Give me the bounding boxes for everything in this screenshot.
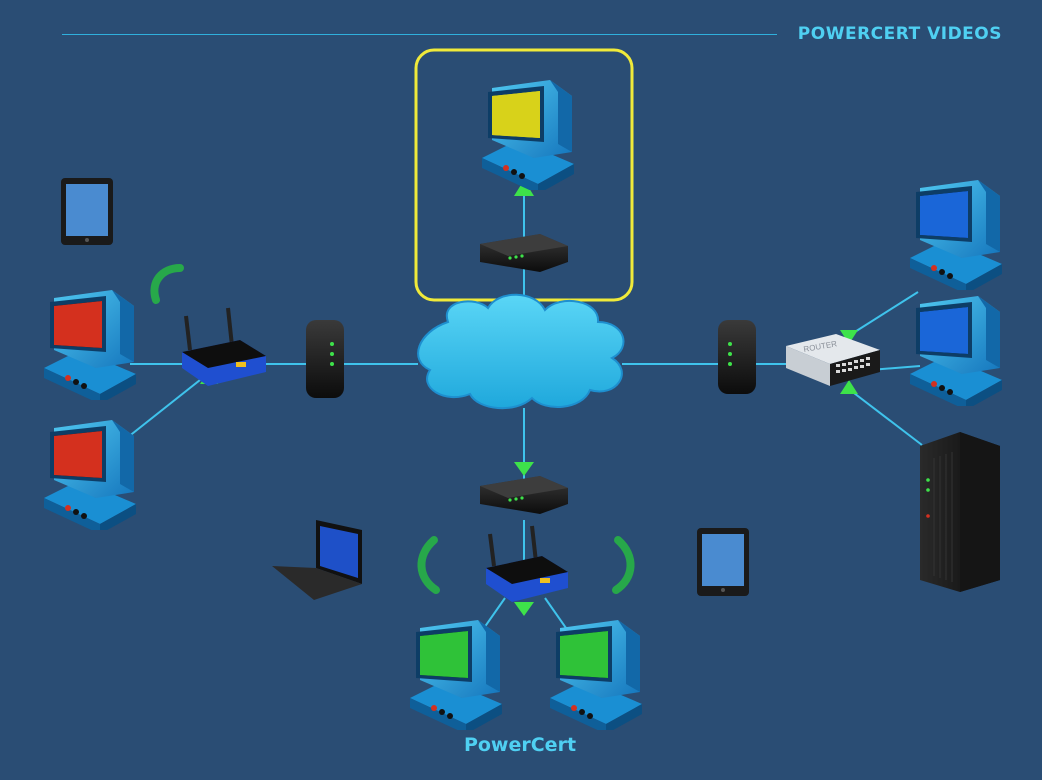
pc-right-blue-2 bbox=[910, 296, 1002, 406]
pc-bottom-green-1 bbox=[410, 620, 502, 730]
arrow-up-icon bbox=[514, 180, 534, 196]
modem-bottom bbox=[480, 476, 568, 514]
arrow-down-icon bbox=[840, 330, 858, 344]
footer-brand: PowerCert bbox=[0, 734, 1042, 756]
link-switch-server bbox=[849, 389, 923, 446]
router-switch-right: ROUTER bbox=[786, 334, 880, 386]
wifi-arc-icon bbox=[417, 536, 440, 594]
wifi-arc-icon bbox=[150, 264, 184, 304]
tablet-right bbox=[697, 528, 749, 596]
tower-server bbox=[920, 432, 1000, 592]
wireless-router-left bbox=[182, 307, 266, 386]
header-rule bbox=[62, 34, 777, 35]
cable-modem-left bbox=[306, 320, 344, 398]
cable-modem-right bbox=[718, 320, 756, 394]
arrow-down-icon bbox=[514, 602, 534, 616]
tablet-left bbox=[61, 178, 113, 245]
footer-label: PowerCert bbox=[463, 734, 577, 756]
pc-left-red-1 bbox=[44, 290, 136, 400]
pc-bottom-green-2 bbox=[550, 620, 642, 730]
arrow-down-icon bbox=[514, 462, 534, 476]
link-switch-pc1 bbox=[849, 291, 919, 336]
pc-right-blue-1 bbox=[910, 180, 1002, 290]
wireless-signals bbox=[150, 264, 635, 594]
brand-title: POWERCERT VIDEOS bbox=[797, 24, 1002, 44]
modem-top bbox=[480, 234, 568, 272]
wifi-arc-icon bbox=[612, 536, 635, 594]
laptop bbox=[272, 520, 362, 600]
wireless-router-bottom bbox=[486, 525, 568, 602]
internet-cloud bbox=[417, 293, 625, 410]
arrow-up-icon bbox=[840, 380, 858, 394]
link-router-left-pc2 bbox=[117, 379, 201, 446]
pc-top-yellow bbox=[482, 80, 574, 190]
pc-left-red-2 bbox=[44, 420, 136, 530]
